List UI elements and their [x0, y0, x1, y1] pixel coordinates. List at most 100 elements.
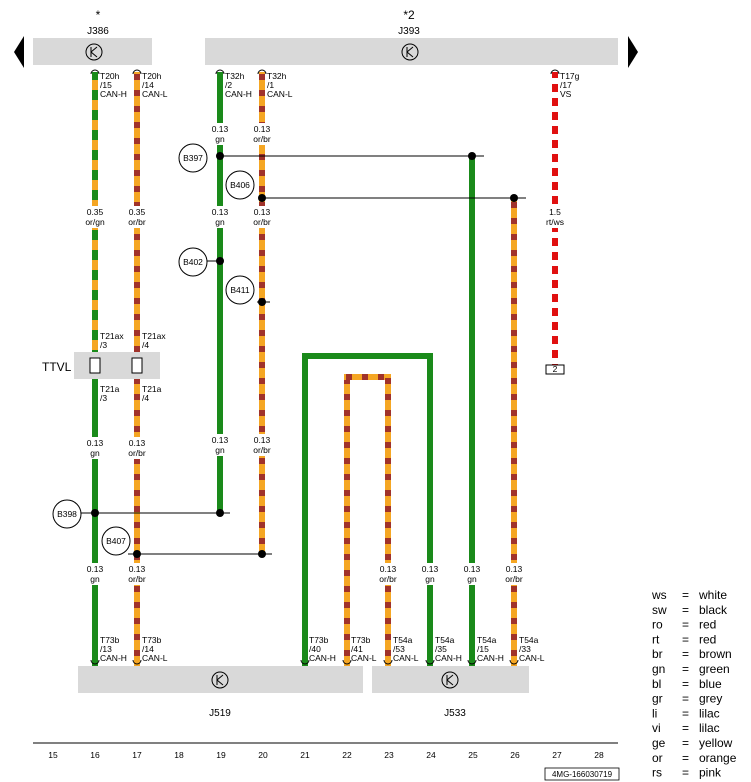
- wire-16-lower: [92, 379, 98, 666]
- j393-label: J393: [398, 26, 420, 37]
- ttvl-label: TTVL: [42, 360, 72, 374]
- legend-name: pink: [699, 766, 722, 780]
- legend-name: yellow: [699, 736, 733, 750]
- legend-eq: =: [682, 766, 689, 780]
- cp-label: B406: [230, 180, 250, 190]
- legend-code: br: [652, 647, 663, 661]
- splice-dot: [468, 152, 476, 160]
- wire-label-bg: [123, 563, 151, 585]
- legend-name: red: [699, 618, 716, 632]
- legend-code: li: [652, 706, 657, 720]
- grid-number: 19: [216, 750, 226, 760]
- control-unit-icon-j386: [85, 43, 103, 61]
- wire-size: 0.13: [212, 124, 229, 134]
- legend-code: sw: [652, 603, 667, 617]
- svg-text:T21ax: T21ax: [142, 331, 166, 341]
- legend-name: black: [699, 603, 728, 617]
- legend-eq: =: [682, 736, 689, 750]
- legend-eq: =: [682, 647, 689, 661]
- ttvl-pin-top-16: T21ax /3: [100, 331, 124, 350]
- wire-24: [427, 353, 433, 666]
- grid-number: 27: [552, 750, 562, 760]
- control-unit-icon-j533: [441, 671, 459, 689]
- legend-row: sw = black: [652, 603, 728, 617]
- wire-label-bg: [374, 563, 402, 585]
- svg-text:CAN-H: CAN-H: [435, 653, 462, 663]
- top-pin-19: T32h /2 CAN-H: [225, 71, 252, 99]
- cp-label: B398: [57, 509, 77, 519]
- bottom-pin-26: T54a /33 CAN-L: [519, 635, 545, 663]
- wire-22-23-top: [344, 374, 390, 380]
- j393-note: *2: [403, 8, 415, 22]
- svg-text:/15: /15: [477, 644, 489, 654]
- svg-text:CAN-H: CAN-H: [309, 653, 336, 663]
- grid-number: 26: [510, 750, 520, 760]
- wire-size: 0.13: [254, 124, 271, 134]
- splice-dot: [510, 194, 518, 202]
- splice-dot: [258, 298, 266, 306]
- svg-text:CAN-L: CAN-L: [519, 653, 545, 663]
- svg-text:/1: /1: [267, 80, 274, 90]
- legend-row: br=brown: [652, 647, 732, 661]
- svg-text:CAN-L: CAN-L: [351, 653, 377, 663]
- wire-size: 0.13: [422, 564, 439, 574]
- wire-26: [511, 198, 517, 666]
- legend-eq: =: [682, 692, 689, 706]
- wire-color: gn: [90, 448, 100, 458]
- top-pin-20: T32h /1 CAN-L: [267, 71, 293, 99]
- legend-name: grey: [699, 692, 722, 706]
- wire-color: or/br: [253, 445, 271, 455]
- color-legend: ws=whitesw=blackro=redrt=redbr=browngn=g…: [651, 588, 737, 780]
- ttvl-pin-bottom-16: T21a /3: [100, 384, 120, 403]
- legend-eq: =: [682, 603, 689, 617]
- wire-size: 0.13: [87, 564, 104, 574]
- svg-text:/4: /4: [142, 340, 149, 350]
- legend-name: lilac: [699, 721, 720, 735]
- drawing-code: 4MG-166030719: [552, 770, 613, 779]
- svg-text:CAN-H: CAN-H: [225, 89, 252, 99]
- wire-23: [385, 374, 391, 666]
- top-pin-17: T20h /14 CAN-L: [142, 71, 168, 99]
- wire-color: or/br: [128, 217, 146, 227]
- wire-25: [469, 156, 475, 666]
- j386-note: *: [96, 8, 101, 22]
- legend-name: lilac: [699, 706, 720, 720]
- svg-text:/35: /35: [435, 644, 447, 654]
- connection-point-b407: B407: [101, 526, 131, 556]
- svg-text:T32h: T32h: [267, 71, 287, 81]
- grid-number: 17: [132, 750, 142, 760]
- svg-text:CAN-L: CAN-L: [142, 89, 168, 99]
- wire-color: or/br: [505, 574, 523, 584]
- wire-20: [259, 72, 265, 555]
- splice-dot: [216, 257, 224, 265]
- svg-text:/33: /33: [519, 644, 531, 654]
- svg-text:T73b: T73b: [142, 635, 162, 645]
- legend-code: ro: [652, 618, 663, 632]
- wire-size: 1.5: [549, 207, 561, 217]
- svg-text:CAN-H: CAN-H: [477, 653, 504, 663]
- wire-label-bg: [248, 434, 276, 456]
- ttvl-pin-top-17: T21ax /4: [142, 331, 166, 350]
- cp-label: B407: [106, 536, 126, 546]
- grid-number: 16: [90, 750, 100, 760]
- legend-code: ws: [651, 588, 667, 602]
- svg-text:T21a: T21a: [100, 384, 120, 394]
- ttvl-pin-bottom-17: T21a /4: [142, 384, 162, 403]
- wire-size: 0.35: [87, 207, 104, 217]
- splice-dot: [258, 550, 266, 558]
- connection-point-b411: B411: [225, 275, 255, 305]
- svg-text:CAN-L: CAN-L: [267, 89, 293, 99]
- wire-label-bg: [248, 206, 276, 228]
- grid-number: 22: [342, 750, 352, 760]
- svg-text:/17: /17: [560, 80, 572, 90]
- svg-text:/14: /14: [142, 80, 154, 90]
- legend-row: li=lilac: [652, 706, 720, 720]
- j533-box: [372, 666, 529, 693]
- svg-text:T73b: T73b: [100, 635, 120, 645]
